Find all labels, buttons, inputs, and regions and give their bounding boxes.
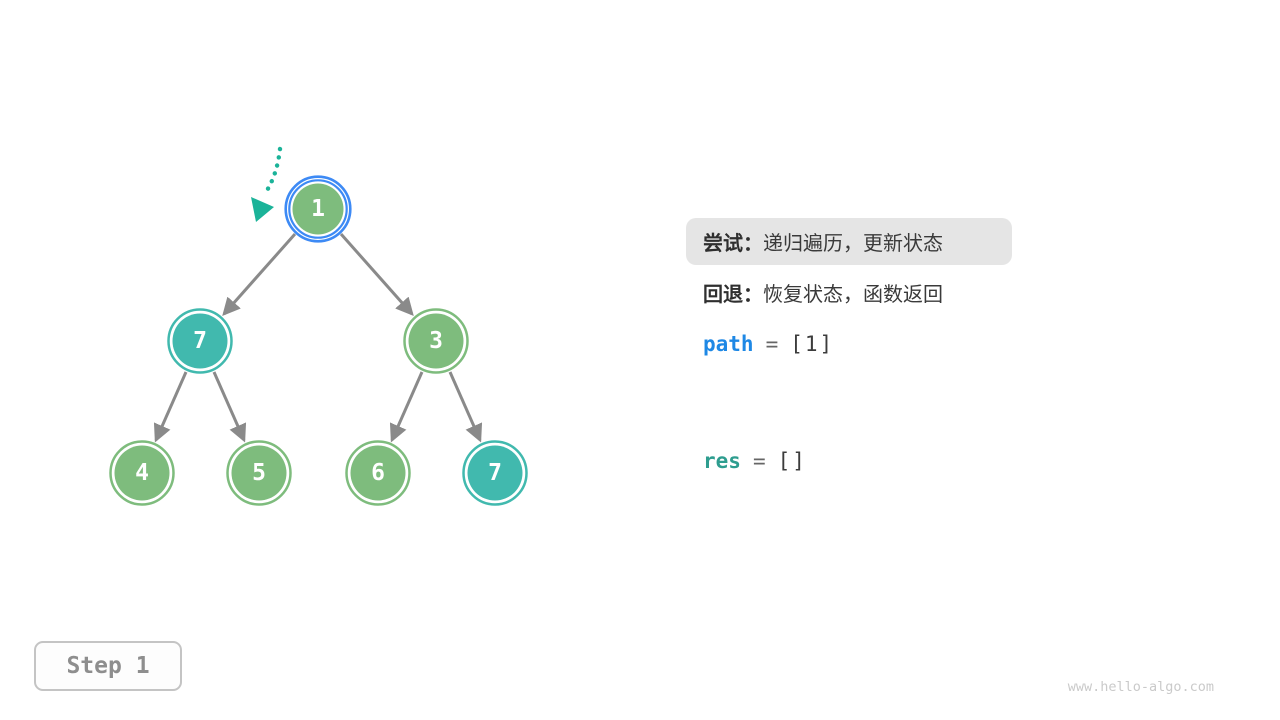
path-variable-line: path = [1]	[703, 328, 834, 360]
node-circle	[408, 313, 464, 369]
watermark: www.hello-algo.com	[1067, 679, 1214, 695]
edge-3-6	[389, 371, 424, 443]
node-circle	[114, 445, 170, 501]
node-ring	[109, 440, 175, 506]
node-value: 3	[429, 328, 443, 354]
edge-1-3	[339, 233, 414, 317]
try-label: 尝试：	[703, 233, 763, 255]
node-value: 6	[371, 460, 385, 486]
node-value: 1	[311, 196, 325, 222]
res-variable-name: res	[703, 449, 741, 473]
tree-node: 6	[345, 440, 411, 506]
backtrack-text: 恢复状态，函数返回	[763, 283, 943, 306]
path-variable-name: path	[703, 332, 754, 356]
path-equals-sign: =	[765, 332, 779, 356]
node-circle	[350, 445, 406, 501]
tree-node: 5	[226, 440, 292, 506]
node-ring	[462, 440, 528, 506]
res-equals-sign: =	[752, 449, 766, 473]
node-value: 7	[193, 328, 207, 354]
node-highlight-ring-inner	[288, 179, 348, 239]
binary-tree-diagram: 1 7 3 4 5 6 7	[109, 146, 528, 506]
tree-node: 3	[403, 308, 469, 374]
node-ring	[167, 308, 233, 374]
tree-node: 4	[109, 440, 175, 506]
backtrack-line: 回退： 恢复状态，函数返回	[703, 277, 943, 307]
tree-node: 7	[462, 440, 528, 506]
node-highlight-ring-outer	[284, 175, 352, 243]
node-circle	[467, 445, 523, 501]
node-ring	[403, 308, 469, 374]
path-value: [1]	[790, 332, 835, 356]
edge-7-5	[212, 371, 247, 443]
node-value: 7	[488, 460, 502, 486]
try-text: 递归遍历，更新状态	[763, 233, 943, 255]
try-highlight-box: 尝试： 递归遍历，更新状态	[686, 218, 1012, 265]
pointer-dotted-line	[263, 146, 283, 195]
tree-node-root: 1	[284, 175, 352, 243]
node-value: 5	[252, 460, 266, 486]
node-circle	[292, 183, 344, 235]
node-ring	[345, 440, 411, 506]
pointer-arrow-icon	[251, 197, 274, 222]
tree-edges	[153, 233, 483, 443]
step-badge: Step 1	[34, 641, 182, 691]
edge-7-4	[153, 371, 188, 443]
res-value: []	[777, 449, 807, 473]
edge-1-7	[222, 233, 297, 317]
backtrack-label: 回退：	[703, 283, 763, 306]
node-circle	[231, 445, 287, 501]
res-variable-line: res = []	[703, 445, 807, 477]
tree-node: 7	[167, 308, 233, 374]
node-value: 4	[135, 460, 149, 486]
node-circle	[172, 313, 228, 369]
current-node-pointer	[251, 146, 283, 222]
node-ring	[226, 440, 292, 506]
edge-3-7	[448, 371, 483, 443]
